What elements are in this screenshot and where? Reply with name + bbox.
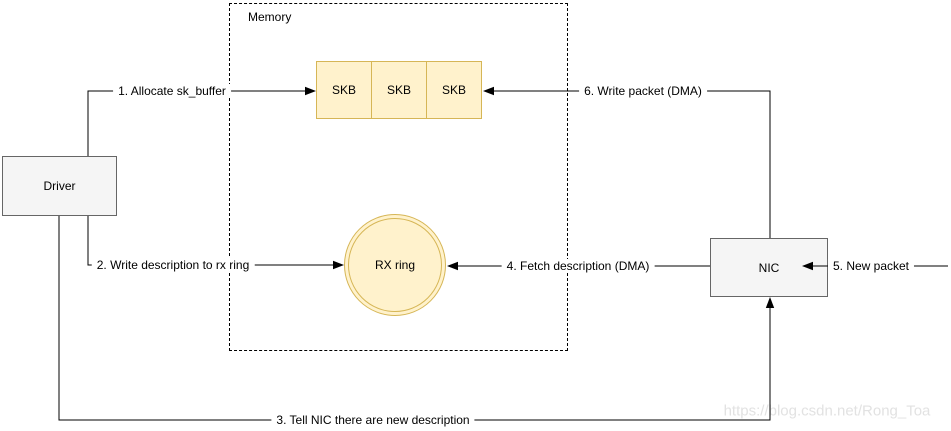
csdn-watermark: https://blog.csdn.net/Rong_Toa <box>723 402 931 420</box>
rx-ring-node: RX ring <box>344 214 446 316</box>
rx-ring-inner-circle <box>348 218 442 312</box>
arrowhead <box>483 86 494 96</box>
arrow-write-packet-dma <box>483 86 771 238</box>
arrowhead <box>333 260 344 270</box>
arrow-tell-nic <box>58 216 775 421</box>
arrowhead <box>305 86 316 96</box>
edge-label-tell-nic: 3. Tell NIC there are new description <box>271 413 475 427</box>
skb-buffer: SKB <box>316 61 372 119</box>
arrowhead <box>447 261 458 271</box>
memory-region: Memory <box>229 3 568 351</box>
edge-label-write-description-rxring: 2. Write description to rx ring <box>91 258 255 272</box>
arrow-allocate-skbuffer <box>87 86 316 156</box>
edge-label-new-packet: 5. New packet <box>827 259 915 273</box>
edge-label-write-packet-dma: 6. Write packet (DMA) <box>579 84 707 98</box>
driver-node: Driver <box>2 156 117 216</box>
edge-label-fetch-description-dma: 4. Fetch description (DMA) <box>501 259 655 273</box>
edge-label-allocate-skbuffer: 1. Allocate sk_buffer <box>113 84 231 98</box>
memory-region-label: Memory <box>248 10 292 24</box>
arrowhead <box>765 297 775 308</box>
skb-buffer-row: SKB SKB SKB <box>316 61 482 119</box>
arrowhead <box>802 261 813 271</box>
rx-ring-label: RX ring <box>374 258 415 272</box>
skb-buffer: SKB <box>426 61 482 119</box>
